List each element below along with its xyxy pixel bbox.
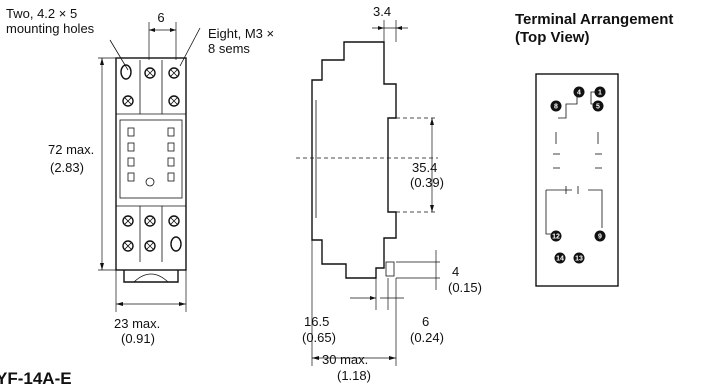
width-mm-label: 23 max. — [114, 316, 160, 331]
terminal-9 — [594, 230, 606, 242]
din-clip — [123, 270, 179, 283]
pitch-arrow-right — [170, 28, 176, 32]
terminal-title-line1: Terminal Arrangement — [515, 11, 673, 28]
depth-arrow-left — [312, 356, 319, 360]
clip-arrow — [370, 296, 376, 300]
model-label: YF-14A-E — [0, 369, 72, 387]
width-in-label: (0.91) — [121, 331, 155, 346]
terminal-outline — [535, 73, 619, 287]
terminal-14 — [554, 252, 566, 264]
terminal-13 — [573, 252, 585, 264]
holes-note-line2: mounting holes — [6, 21, 95, 36]
width-arrow-left — [116, 302, 123, 306]
holes-note-line1: Two, 4.2 × 5 — [6, 6, 77, 21]
step-in-label: (0.24) — [410, 330, 444, 345]
screws-note-line2: 8 sems — [208, 41, 250, 56]
terminal-8 — [550, 100, 562, 112]
rail-arrow-bottom — [430, 205, 434, 212]
terminal-12-label: 12 — [552, 234, 560, 241]
top-offset-label: 3.4 — [373, 4, 391, 19]
screws-note-line1: Eight, M3 × — [208, 26, 274, 41]
terminal-title-line2: (Top View) — [515, 29, 589, 46]
rail-arrow-top — [430, 118, 434, 125]
side-view: 3.4 35.4 (0.39) 4 (0.15) 16.5 (0.65) 6 (… — [296, 4, 482, 383]
terminal-9-label: 9 — [598, 234, 602, 241]
mounting-hole-top — [120, 64, 132, 80]
terminal-1 — [594, 86, 606, 98]
height-in-label: (2.83) — [50, 160, 84, 175]
socket-body — [115, 57, 187, 271]
depth-in-label: (1.18) — [337, 368, 371, 383]
terminal-5 — [592, 100, 604, 112]
top-arrow-left — [378, 26, 384, 30]
terminal-13-label: 13 — [575, 256, 583, 263]
pitch-arrow-left — [149, 28, 155, 32]
terminal-4-label: 4 — [577, 90, 581, 97]
top-terminal-block — [116, 60, 186, 115]
clip-mm-label: 16.5 — [304, 314, 329, 329]
terminal-wiring — [545, 91, 603, 235]
step-mm-label: 6 — [422, 314, 429, 329]
terminal-8-label: 8 — [554, 104, 558, 111]
foot-mm-label: 4 — [452, 264, 459, 279]
foot-in-label: (0.15) — [448, 280, 482, 295]
clip-in-label: (0.65) — [302, 330, 336, 345]
side-profile — [311, 41, 397, 279]
height-mm-label: 72 max. — [48, 142, 94, 157]
width-arrow-right — [179, 302, 186, 306]
depth-mm-label: 30 max. — [322, 352, 368, 367]
depth-arrow-right — [389, 356, 396, 360]
top-arrow-right — [396, 26, 402, 30]
bottom-terminal-block — [116, 205, 186, 262]
rail-mm-label: 35.4 — [412, 160, 437, 175]
terminal-12 — [550, 230, 562, 242]
screws-leader — [179, 27, 201, 67]
rail-in-label: (0.39) — [410, 175, 444, 190]
terminal-5-label: 5 — [596, 104, 600, 111]
terminal-1-label: 1 — [598, 90, 602, 97]
mounting-hole-bottom — [170, 236, 182, 252]
side-foot — [385, 261, 395, 277]
clip-lever — [133, 273, 169, 283]
terminal-14-label: 14 — [556, 256, 564, 263]
front-view: Two, 4.2 × 5 mounting holes Eight, M3 × … — [6, 6, 274, 346]
terminal-arrangement: Terminal Arrangement (Top View) 4 1 8 5 — [515, 11, 673, 287]
height-arrow-top — [100, 58, 104, 65]
height-arrow-bottom — [100, 263, 104, 270]
terminal-4 — [573, 86, 585, 98]
pitch-label: 6 — [157, 10, 164, 25]
center-contacts — [119, 119, 183, 199]
